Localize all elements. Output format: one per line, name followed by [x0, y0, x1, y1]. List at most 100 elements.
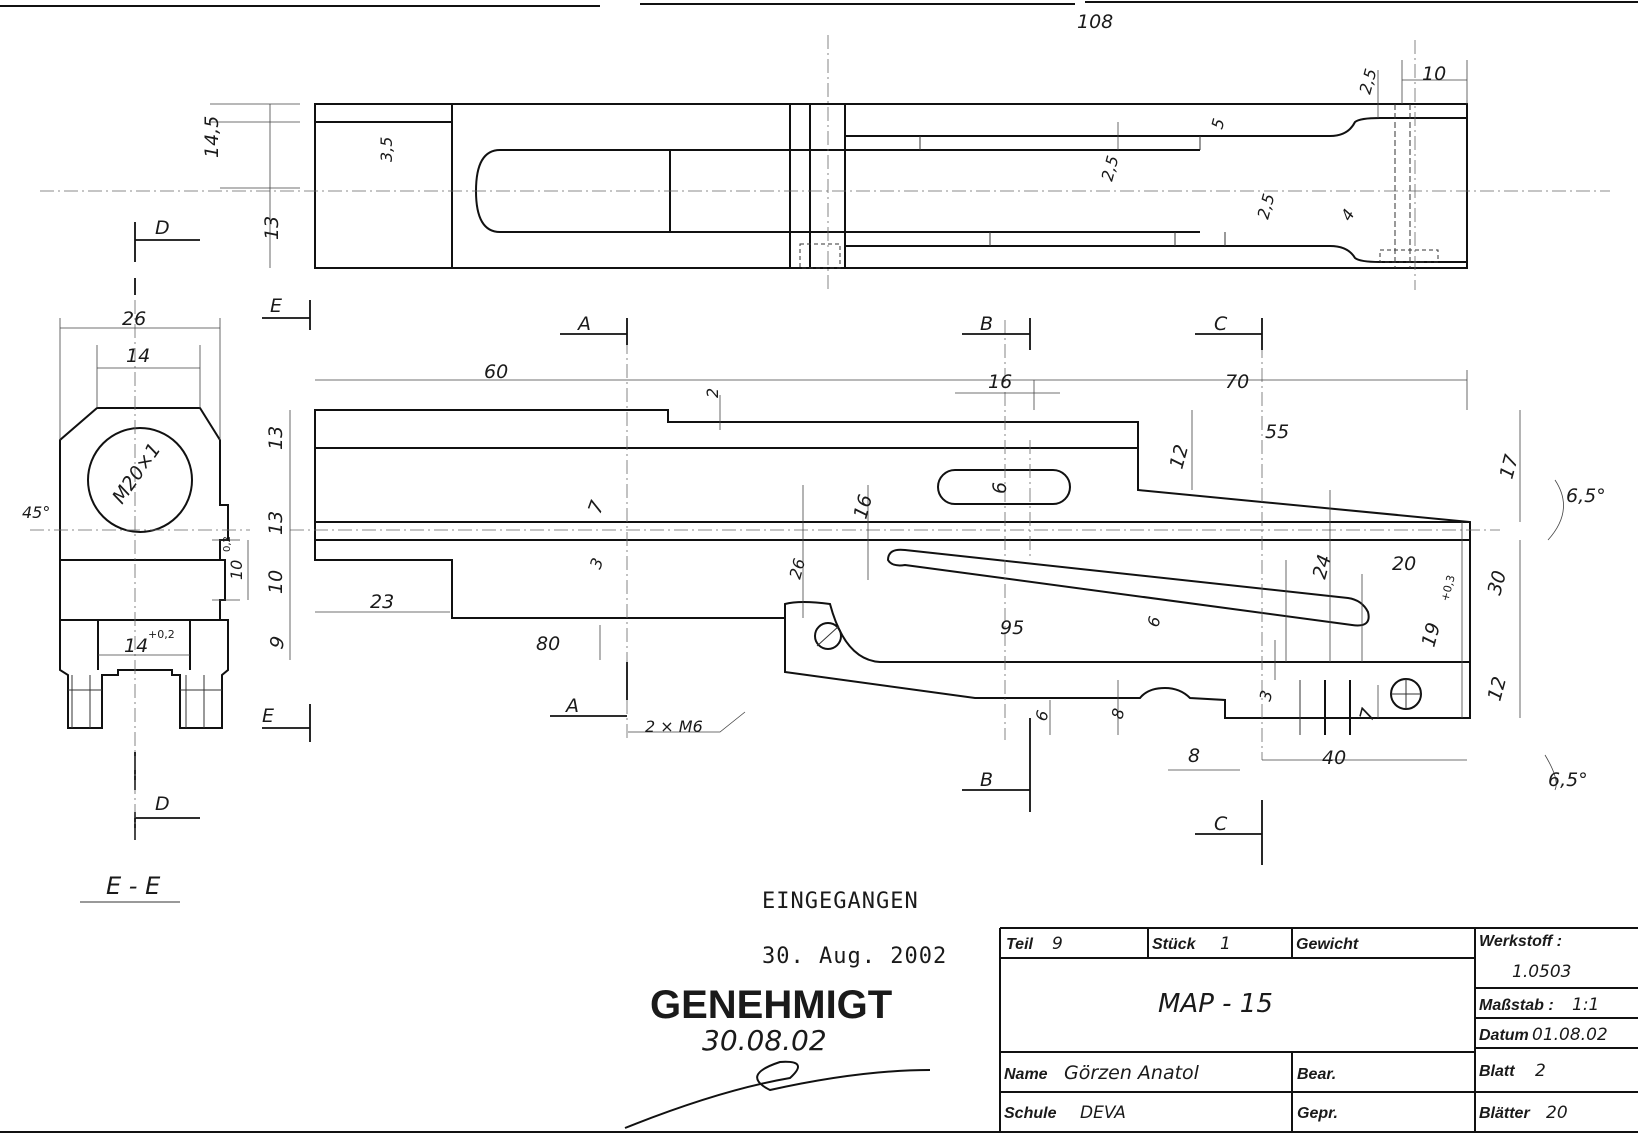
dim-55: 55: [1265, 421, 1289, 443]
section-marker-a-top: A: [576, 313, 591, 335]
dim-20: 20: [1392, 553, 1416, 575]
blaetter-value: 20: [1546, 1103, 1568, 1123]
massstab-value: 1:1: [1572, 995, 1599, 1015]
top-view: 108 14,5 13 3,5 2,5 2,5 5 2,5 4 10: [40, 11, 1610, 290]
werkstoff-value: 1.0503: [1512, 962, 1571, 982]
dim-13-b: 13: [265, 511, 287, 535]
slot-short: [937, 469, 1071, 505]
section-dim-45-degree: 45°: [22, 503, 50, 522]
section-dim-14: 14: [126, 345, 150, 367]
stueck-label: Stück: [1152, 936, 1197, 953]
dim-108: 108: [1077, 11, 1113, 33]
stueck-value: 1: [1220, 934, 1231, 954]
dim-2-5-b: 2,5: [1254, 192, 1279, 222]
dim-16-mid: 16: [850, 492, 878, 521]
dim-95: 95: [1000, 617, 1024, 639]
section-dim-10: 10: [227, 560, 246, 580]
section-marker-e-bottom: E: [262, 705, 274, 727]
dim-6-long-slot: 6: [1144, 614, 1165, 629]
stamp-approved-date: 30.08.02: [702, 1024, 827, 1057]
dim-23: 23: [370, 591, 394, 613]
dim-6-b: 6: [1032, 708, 1053, 723]
dim-14-5: 14,5: [201, 116, 223, 158]
schule-value: DEVA: [1080, 1103, 1126, 1123]
dim-12-top: 12: [1166, 442, 1194, 471]
dim-4: 4: [1337, 206, 1359, 224]
section-marker-b-top: B: [980, 313, 993, 335]
dim-8-a: 8: [1108, 706, 1129, 721]
dim-40: 40: [1322, 747, 1346, 769]
dim-6-slot: 6: [989, 482, 1011, 494]
signature: [624, 1060, 931, 1129]
bear-label: Bear.: [1297, 1066, 1336, 1083]
name-label: Name: [1004, 1066, 1048, 1083]
dim-24: 24: [1309, 552, 1337, 581]
dim-13-a: 13: [265, 426, 287, 450]
dim-9: 9: [266, 634, 290, 651]
schule-label: Schule: [1004, 1105, 1057, 1122]
dim-19-tolerance: +0,3: [1438, 574, 1457, 603]
dim-8-b: 8: [1188, 745, 1200, 767]
dim-12-bottom: 12: [1484, 674, 1512, 703]
dim-3-b: 3: [1256, 688, 1277, 703]
dim-3-a: 3: [586, 555, 607, 571]
section-label-e-e: E - E: [106, 872, 161, 900]
stamp-received-date: 30. Aug. 2002: [762, 944, 947, 969]
stamp-genehmigt: GENEHMIGT: [650, 983, 892, 1027]
dim-5: 5: [1208, 116, 1229, 131]
section-marker-c-top: C: [1214, 313, 1228, 335]
section-markers: A A B B C C D D E E: [134, 217, 1263, 865]
section-marker-d-bottom: D: [155, 793, 170, 815]
section-dim-10-tolerance: 0,2: [222, 536, 233, 552]
dim-16-top: 16: [988, 371, 1012, 393]
dim-3-5: 3,5: [377, 137, 396, 162]
section-marker-d-top: D: [155, 217, 170, 239]
top-border: [0, 1, 1638, 7]
massstab-label: Maßstab :: [1479, 997, 1554, 1014]
title-block: Teil 9 Stück 1 Gewicht Werkstoff : 1.050…: [999, 927, 1638, 1132]
dim-2-5-a: 2,5: [1098, 154, 1123, 184]
section-marker-e-top: E: [270, 295, 282, 317]
teil-label: Teil: [1006, 936, 1034, 953]
dim-10: 10: [1422, 63, 1446, 85]
slot-long: [886, 548, 1370, 627]
dim-2: 2: [703, 388, 722, 398]
werkstoff-label: Werkstoff :: [1479, 933, 1562, 950]
dim-13-top: 13: [261, 216, 283, 240]
dim-26: 26: [786, 556, 810, 581]
dim-17: 17: [1496, 452, 1524, 481]
hole-m6-left: [814, 622, 842, 650]
blatt-label: Blatt: [1479, 1063, 1515, 1080]
section-marker-a-bottom: A: [564, 695, 579, 717]
section-marker-c-bottom: C: [1214, 813, 1228, 835]
dim-19: 19: [1418, 620, 1446, 649]
section-marker-b-bottom: B: [980, 769, 993, 791]
datum-value: 01.08.02: [1532, 1025, 1608, 1045]
dim-2-5-c: 2,5: [1356, 67, 1381, 97]
stamp-eingegangen: EINGEGANGEN: [762, 889, 919, 914]
section-dim-26: 26: [122, 308, 146, 330]
gewicht-label: Gewicht: [1296, 936, 1359, 953]
section-view-e-e: 26 14 45° 10 0,2 14 +0,2 M20×1 E - E: [22, 300, 250, 903]
dim-70: 70: [1225, 371, 1249, 393]
thread-note-2xm6: 2 × M6: [645, 717, 703, 736]
angle-6-5-bottom: 6,5°: [1548, 769, 1588, 791]
angle-6-5-top: 6,5°: [1566, 485, 1606, 507]
name-value: Görzen Anatol: [1064, 1062, 1200, 1084]
dim-30: 30: [1484, 568, 1512, 597]
stamps: EINGEGANGEN 30. Aug. 2002 GENEHMIGT 30.0…: [624, 889, 947, 1129]
part-name: MAP - 15: [1158, 989, 1273, 1019]
blaetter-label: Blätter: [1479, 1105, 1530, 1122]
blatt-value: 2: [1535, 1061, 1546, 1081]
thread-label-m20x1: M20×1: [108, 439, 165, 508]
front-view: 60 2 16 70 55 12 17 13 13 10 9 23 7 3 16…: [265, 320, 1606, 791]
dim-80: 80: [536, 633, 560, 655]
teil-value: 9: [1052, 934, 1063, 954]
dim-7: 7: [584, 498, 609, 517]
dim-7-b: 7: [1356, 706, 1380, 723]
section-dim-14-tolerance: +0,2: [148, 628, 175, 641]
thread-hole-m20: [87, 427, 193, 533]
datum-label: Datum: [1479, 1027, 1529, 1044]
section-dim-14-bottom: 14: [124, 635, 148, 657]
